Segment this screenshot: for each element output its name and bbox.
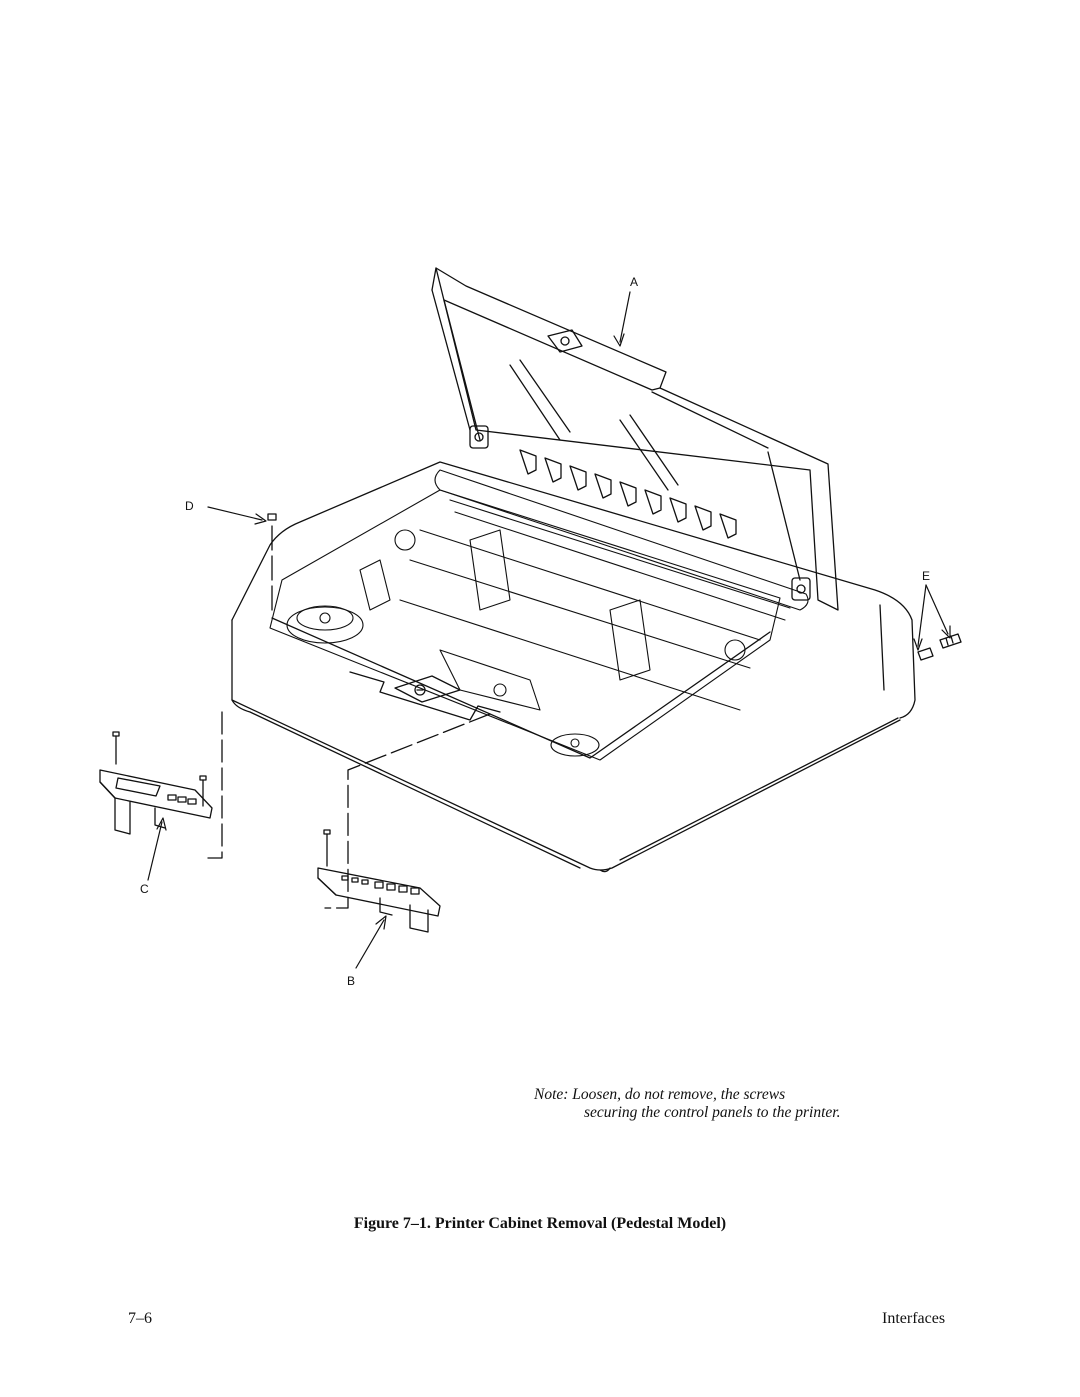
screws-e [917,633,962,661]
callout-label-e: E [922,569,931,583]
print-mechanism [286,469,809,757]
callout-label-a: A [630,275,639,289]
callout-label-d: D [185,499,194,513]
printer-cover [431,267,839,611]
callout-label-c: C [140,882,149,896]
figure-note-line-1: Note: Loosen, do not remove, the screws [534,1086,786,1103]
control-panel-b [317,713,491,933]
control-panel-c [99,711,223,859]
figure-caption: Figure 7–1. Printer Cabinet Removal (Ped… [353,1215,727,1232]
figure-note-line-2: securing the control panels to the print… [584,1104,841,1121]
printer-cabinet [231,461,916,873]
callout-label-b: B [347,974,356,988]
screw-d [267,513,277,613]
page-number: 7–6 [128,1310,152,1327]
footer-section-title: Interfaces [882,1310,946,1327]
callout-arrows [147,291,951,969]
